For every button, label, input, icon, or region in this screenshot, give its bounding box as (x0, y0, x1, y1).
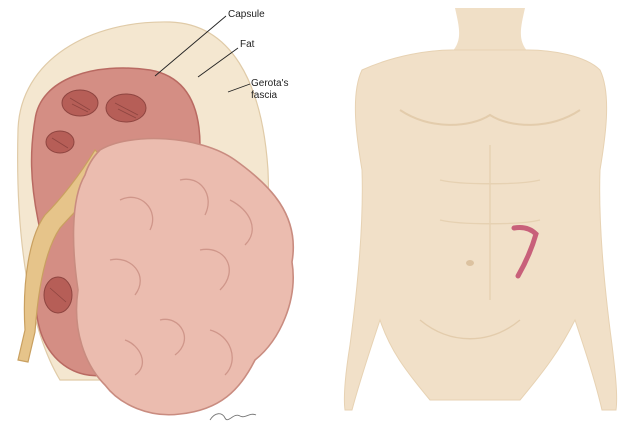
capsule-label: Capsule (228, 9, 265, 20)
gerotas-label-line2: fascia (251, 90, 278, 101)
navel (466, 260, 474, 266)
gerotas-label-line1: Gerota's (251, 78, 288, 89)
fat-label: Fat (240, 39, 255, 50)
torso-panel (344, 8, 616, 410)
neck (452, 8, 528, 52)
pyramid (106, 94, 146, 122)
pyramid (62, 90, 98, 116)
torso (344, 50, 616, 410)
pyramid (46, 131, 74, 153)
kidney-panel: Capsule Fat Gerota's fascia (18, 9, 294, 420)
artist-signature (210, 414, 256, 420)
